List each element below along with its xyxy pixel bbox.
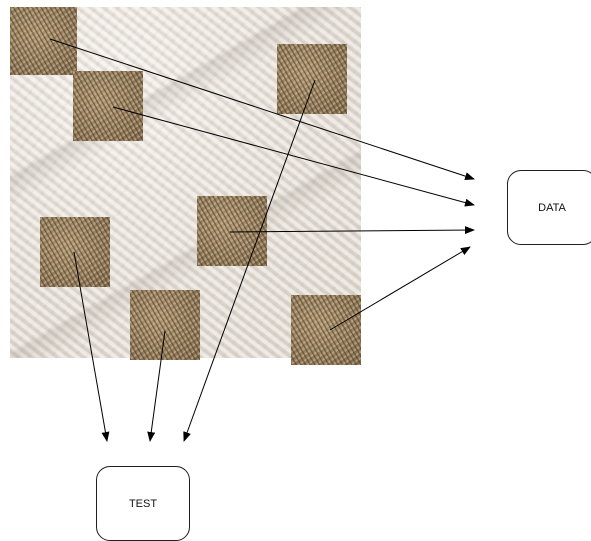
sample-patch	[10, 7, 77, 75]
data-box-label: DATA	[538, 201, 566, 214]
arrow-to-data	[229, 226, 475, 235]
data-box: DATA	[507, 170, 591, 245]
test-box: TEST	[96, 466, 190, 541]
arrow-to-test	[183, 79, 316, 442]
test-box-label: TEST	[128, 497, 158, 510]
sample-patch	[40, 217, 110, 287]
sample-patch	[291, 295, 361, 365]
sample-patch	[130, 290, 200, 360]
arrow-to-data	[49, 38, 475, 180]
arrow-to-data	[112, 106, 475, 207]
arrow-to-test	[147, 330, 166, 442]
sample-patch	[73, 71, 143, 141]
arrow-to-test	[73, 251, 110, 442]
sample-patch	[197, 196, 267, 266]
sample-patch	[277, 44, 347, 114]
arrow-to-data	[329, 246, 471, 331]
